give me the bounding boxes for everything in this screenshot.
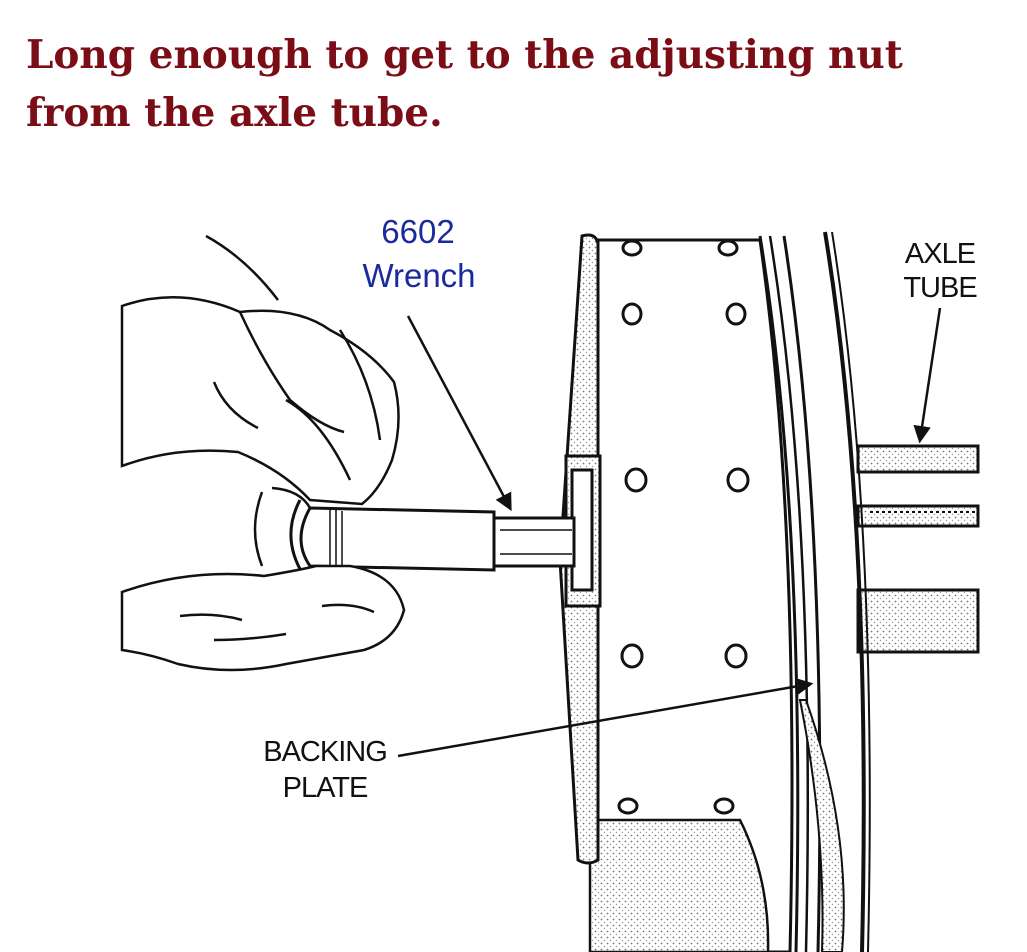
hands-illustration [120, 234, 406, 672]
axle-tube [856, 444, 980, 654]
brake-shoe [588, 231, 871, 952]
leader-lines [397, 307, 942, 758]
axle-tube-leader-line [913, 307, 942, 444]
wrench-number-label: 6602 [381, 213, 455, 250]
wrench-name-label: Wrench [362, 257, 476, 294]
axle-tube-label-line1: AXLE [904, 238, 976, 270]
axle-tube-label-line2: TUBE [903, 272, 977, 304]
caption-text: Long enough to get to the adjusting nut … [26, 32, 903, 136]
wrench-tool [289, 499, 576, 577]
backing-plate-label-line2: PLATE [282, 772, 369, 804]
backing-plate-label-line1: BACKING [263, 736, 388, 768]
backing-plate-leader-line [397, 677, 814, 758]
rivet-holes [617, 239, 750, 815]
wrench-leader-line [406, 315, 512, 512]
